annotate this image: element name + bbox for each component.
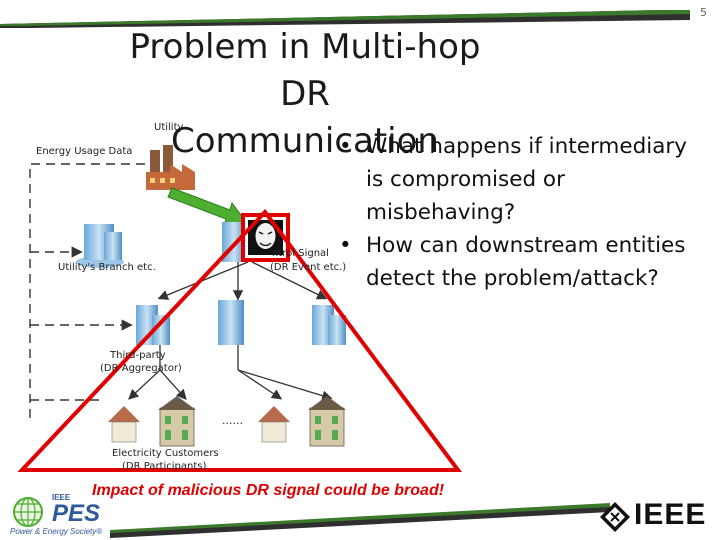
- impact-triangle: [17, 208, 462, 472]
- ellipsis-label: ......: [222, 414, 243, 427]
- pes-ieee-text: IEEE: [52, 493, 71, 502]
- control-signal-label-2: (DR Event etc.): [270, 262, 347, 273]
- control-signal-label-1: ntrol Signal: [272, 248, 329, 259]
- aggregator-server-icon: [218, 300, 244, 345]
- customers-label-1: Electricity Customers: [112, 448, 219, 459]
- aggregator-server-icon: [136, 305, 170, 345]
- third-party-label-1: Third-party: [110, 350, 166, 361]
- house-icon: [258, 406, 290, 443]
- pes-logo-text: PES: [52, 500, 101, 527]
- top-stripe: [0, 10, 690, 28]
- utility-branch-server-icon: [76, 224, 124, 268]
- pes-tagline: Power & Energy Society®: [10, 527, 103, 536]
- footer-bar: [110, 503, 610, 538]
- green-arrow-icon: [167, 187, 247, 227]
- townhouse-icon: [158, 396, 196, 447]
- title-line-2: Communication: [171, 121, 439, 161]
- pes-globe-icon: [13, 497, 43, 527]
- bullet-list: • What happens if intermediary is compro…: [336, 130, 716, 295]
- customers-label-2: (DR Participants): [122, 461, 207, 472]
- control-signal-arrows: [128, 261, 333, 401]
- ieee-diamond-icon: [600, 502, 630, 532]
- ieee-logo-text: IEEE: [634, 498, 707, 531]
- bullet-item-1: • What happens if intermediary is compro…: [336, 130, 716, 229]
- third-party-label-2: (DR Aggregator): [100, 363, 182, 374]
- energy-usage-label: Energy Usage Data: [36, 146, 133, 157]
- house-icon: [108, 406, 140, 443]
- energy-usage-dashed-lines: [29, 163, 145, 420]
- slide-number: 5: [700, 6, 707, 19]
- dr-network-diagram: [17, 145, 462, 472]
- bullet-dot-icon: •: [339, 134, 352, 159]
- townhouse-icon: [308, 396, 346, 447]
- slide-title: Problem in Multi-hop DR Communication: [100, 24, 510, 165]
- title-line-1: Problem in Multi-hop DR: [129, 27, 481, 114]
- utility-branch-label: Utility's Branch etc.: [58, 262, 156, 273]
- utility-factory-icon: [146, 145, 195, 190]
- bullet-item-2: • How can downstream entities detect the…: [336, 229, 716, 295]
- aggregator-server-icon: [312, 305, 346, 345]
- utility-label: Utility: [154, 122, 184, 133]
- impact-caption: Impact of malicious DR signal could be b…: [92, 482, 445, 499]
- bullet-dot-icon: •: [339, 233, 352, 258]
